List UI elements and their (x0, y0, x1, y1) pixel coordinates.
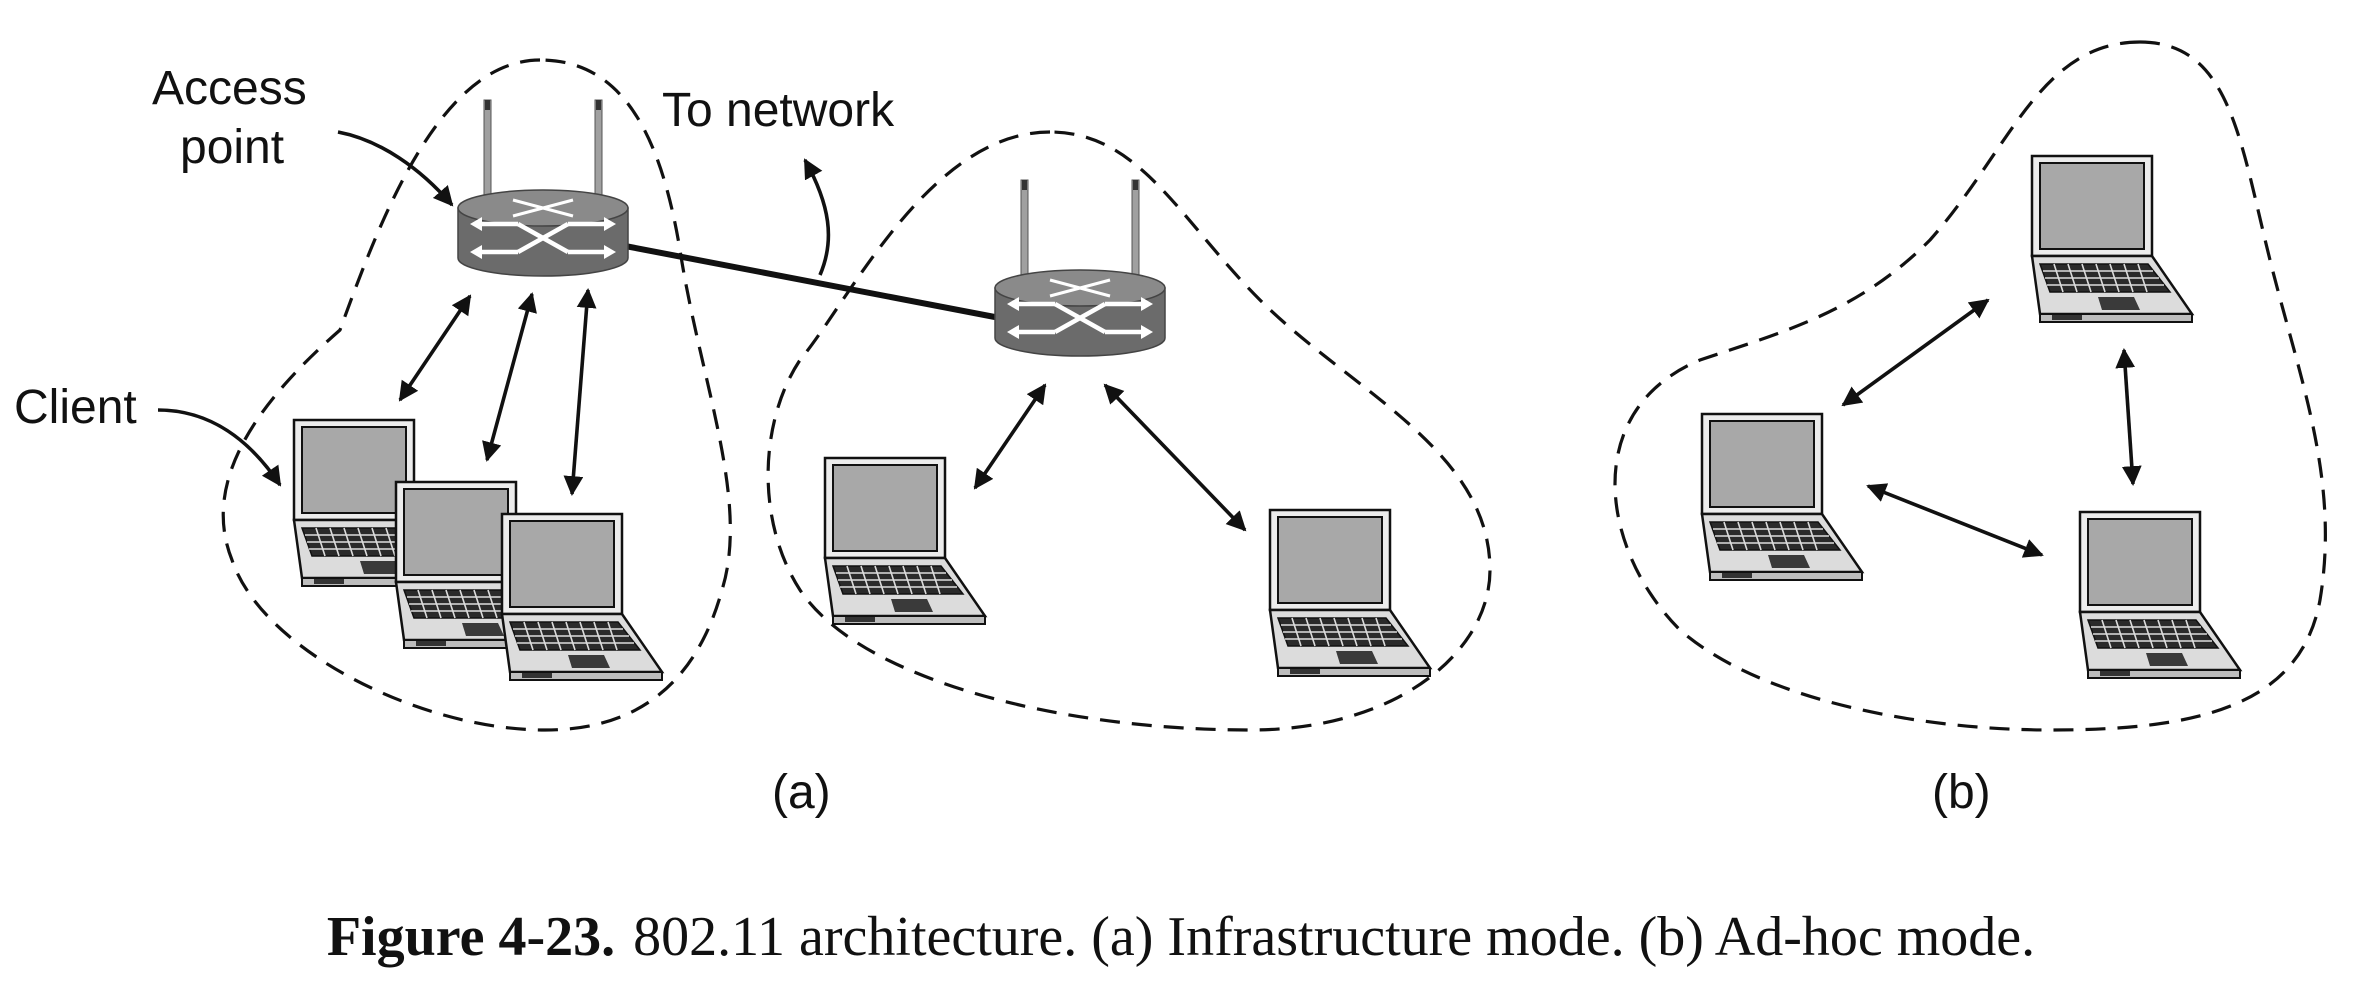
laptop-adhoc-left (1700, 412, 1864, 582)
access-point-router-middle (995, 180, 1165, 356)
client-pointer-arrow (157, 408, 282, 487)
wireless-link-middle-1 (973, 383, 1047, 490)
wireless-link-left-3 (563, 288, 597, 496)
client-label: Client (14, 381, 137, 434)
wireless-link-left-1 (398, 294, 472, 402)
to-network-pointer-arrow (803, 158, 831, 276)
panel-a-label: (a) (772, 766, 831, 819)
wireless-link-left-2 (482, 292, 537, 462)
adhoc-link-left-bottom (1866, 483, 2044, 558)
access-point-label-line2: point (180, 121, 284, 174)
caption-text: 802.11 architecture. (a) Infrastructure … (633, 906, 2036, 968)
wired-link (624, 243, 1001, 321)
laptop-adhoc-bottom (2078, 510, 2242, 680)
laptop-client-middle-1 (823, 456, 987, 626)
panel-b-label: (b) (1932, 766, 1991, 819)
wireless-link-middle-2 (1103, 383, 1247, 532)
figure-number: Figure 4-23. (326, 906, 616, 968)
architecture-diagram: Access point To network Client (a) (b) (14, 40, 2327, 819)
adhoc-link-top-bottom (2115, 348, 2142, 486)
access-point-router-left (458, 100, 628, 276)
laptop-client-middle-2 (1268, 508, 1432, 678)
access-point-pointer-arrow (337, 130, 454, 207)
adhoc-link-left-top (1841, 298, 1990, 407)
access-point-label-line1: Access (152, 62, 307, 115)
laptop-adhoc-top (2030, 154, 2194, 324)
laptop-client-left-3 (500, 512, 664, 682)
figure-caption: Figure 4-23. 802.11 architecture. (a) Inf… (0, 905, 2362, 969)
coverage-region-left (221, 58, 732, 732)
coverage-region-right (1613, 40, 2327, 732)
to-network-label: To network (662, 84, 895, 137)
